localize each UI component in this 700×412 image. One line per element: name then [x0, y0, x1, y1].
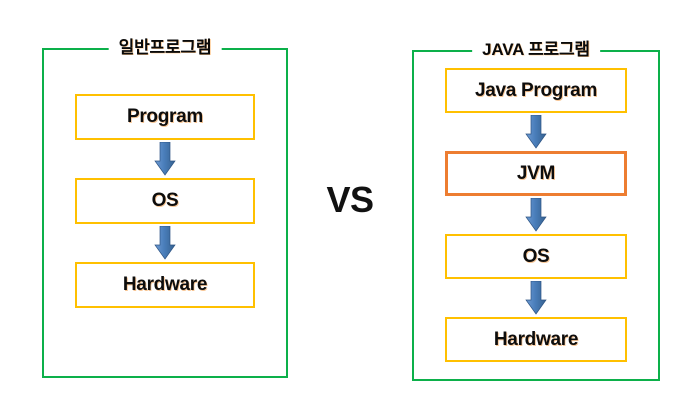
- vs-separator-label: VS: [326, 179, 374, 220]
- node-os-java-label: OS: [522, 245, 550, 267]
- panel-plain-program-title: 일반프로그램: [108, 37, 222, 59]
- arrow-os-to-hardware: [154, 224, 176, 262]
- node-hardware-java-label: Hardware: [493, 328, 579, 350]
- arrow-down-icon: [525, 281, 547, 315]
- arrow-program-to-os: [154, 140, 176, 178]
- arrow-down-icon: [154, 142, 176, 176]
- node-hardware-java[interactable]: Hardware: [445, 317, 627, 362]
- node-os-plain-label: OS: [151, 190, 179, 211]
- flow-plain-program: Program OS Hardware: [44, 94, 286, 308]
- arrow-jvm-to-os: [525, 196, 547, 234]
- arrow-down-icon: [525, 198, 547, 232]
- node-program-label: Program: [126, 106, 204, 127]
- panel-plain-program: 일반프로그램 Program OS: [42, 37, 288, 378]
- node-os-java[interactable]: OS: [445, 234, 627, 279]
- node-java-program-label: Java Program: [474, 79, 598, 101]
- node-hardware-plain[interactable]: Hardware: [75, 262, 255, 308]
- node-jvm-label: JVM: [516, 162, 556, 184]
- panel-java-program-title: JAVA 프로그램: [472, 39, 600, 61]
- arrow-os-to-hardware-java: [525, 279, 547, 317]
- node-hardware-plain-label: Hardware: [122, 274, 208, 295]
- arrow-javaprogram-to-jvm: [525, 113, 547, 151]
- flow-java-program: Java Program JVM OS: [414, 68, 658, 362]
- arrow-down-icon: [525, 115, 547, 149]
- node-os-plain[interactable]: OS: [75, 178, 255, 224]
- node-program[interactable]: Program: [75, 94, 255, 140]
- node-jvm[interactable]: JVM: [445, 151, 627, 196]
- panel-java-program: JAVA 프로그램 Java Program JVM: [412, 39, 660, 381]
- arrow-down-icon: [154, 226, 176, 260]
- node-java-program[interactable]: Java Program: [445, 68, 627, 113]
